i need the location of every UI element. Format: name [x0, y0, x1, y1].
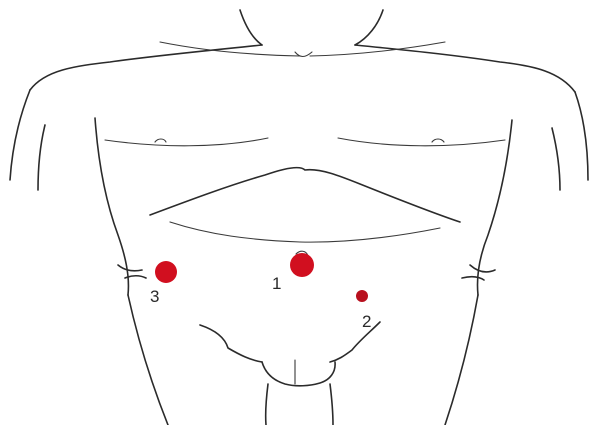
genital-outline: [262, 362, 335, 386]
torso-side-right: [477, 120, 512, 295]
iliac-spine-left: [118, 265, 146, 278]
thigh-inner-right: [330, 384, 333, 425]
clavicle-right: [310, 42, 445, 56]
neck-right: [355, 10, 383, 45]
thigh-outer-right: [445, 295, 478, 425]
thigh-outer-left: [128, 295, 168, 425]
costal-margin-lower: [170, 222, 440, 242]
port-marker-1: [290, 253, 314, 277]
groin-right: [330, 322, 380, 362]
port-label-2: 2: [362, 312, 371, 331]
arm-right-outer: [575, 92, 588, 180]
port-marker-2: [356, 290, 368, 302]
costal-margin: [150, 168, 460, 222]
groin-left: [200, 325, 262, 362]
chest-line-right: [338, 138, 505, 146]
chest-line-left: [105, 138, 268, 146]
shoulder-right: [355, 45, 575, 92]
nipple-left: [155, 139, 166, 142]
port-label-3: 3: [150, 287, 159, 306]
nipple-right: [432, 139, 444, 142]
port-label-1: 1: [272, 274, 281, 293]
arm-right-inner: [552, 128, 560, 190]
port-marker-3: [155, 261, 177, 283]
neck-left: [240, 10, 262, 45]
arm-left-outer: [10, 90, 30, 180]
arm-left-inner: [38, 125, 45, 190]
thigh-inner-left: [266, 384, 268, 425]
